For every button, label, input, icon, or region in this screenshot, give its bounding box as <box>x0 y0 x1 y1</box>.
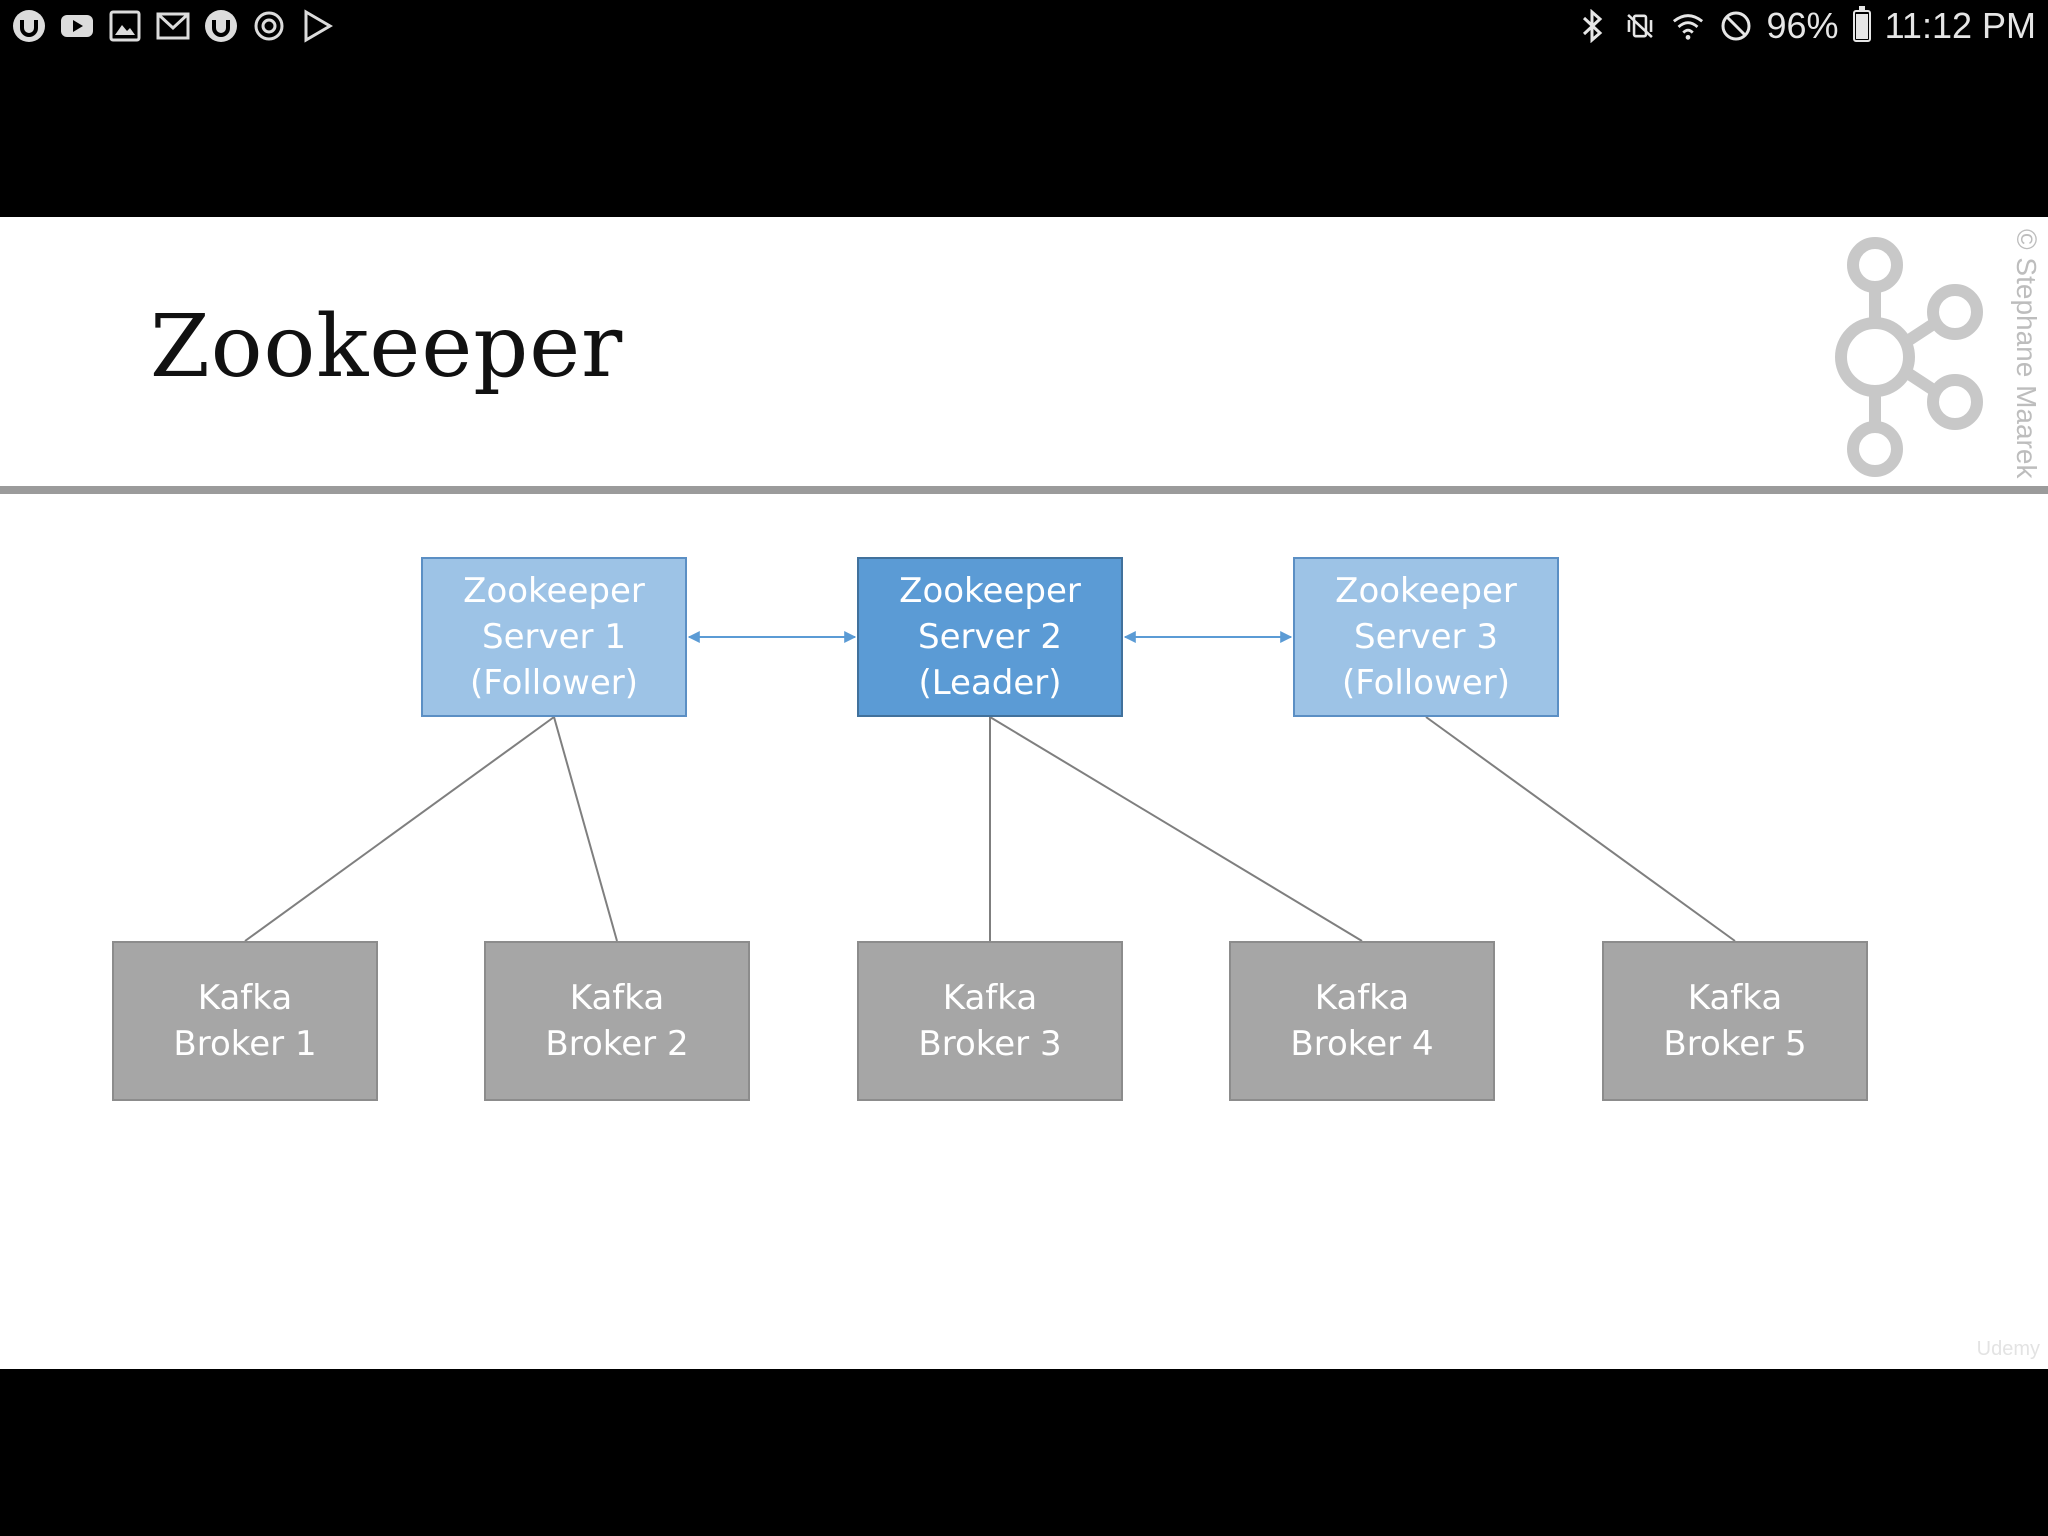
status-bar: 96% 11:12 PM <box>0 0 2048 52</box>
zookeeper-server-1: Zookeeper Server 1 (Follower) <box>421 557 687 717</box>
kafka-broker-2: Kafka Broker 2 <box>484 941 750 1101</box>
kafka-broker-3: Kafka Broker 3 <box>857 941 1123 1101</box>
gallery-icon <box>108 9 142 43</box>
kafka-broker-4: Kafka Broker 4 <box>1229 941 1495 1101</box>
server-label: Zookeeper Server 3 (Follower) <box>1335 571 1517 703</box>
connector-line <box>989 716 1363 942</box>
do-not-disturb-icon <box>1719 9 1753 43</box>
connector-line <box>244 716 555 942</box>
system-indicators: 96% 11:12 PM <box>1575 5 2036 46</box>
broker-label: Kafka Broker 1 <box>173 978 317 1064</box>
clock: 11:12 PM <box>1884 5 2036 46</box>
zookeeper-server-2: Zookeeper Server 2 (Leader) <box>857 557 1123 717</box>
connector-line <box>553 716 618 942</box>
notification-icons <box>12 8 334 44</box>
broker-label: Kafka Broker 5 <box>1663 978 1807 1064</box>
bluetooth-icon <box>1575 9 1609 43</box>
broker-label: Kafka Broker 3 <box>918 978 1062 1064</box>
play-store-icon <box>300 9 334 43</box>
connector-line <box>1425 716 1736 942</box>
slide: Zookeeper © Stephane Maarek Zookeeper Se… <box>0 217 2048 1369</box>
battery-icon <box>1852 6 1871 42</box>
udemy-icon <box>204 9 238 43</box>
wifi-icon <box>1671 9 1705 43</box>
udemy-watermark: Udemy <box>1976 1338 2040 1360</box>
broker-label: Kafka Broker 2 <box>545 978 689 1064</box>
kafka-logo <box>1835 237 1983 477</box>
kafka-broker-5: Kafka Broker 5 <box>1602 941 1868 1101</box>
architecture-diagram <box>244 631 1736 942</box>
gmail-icon <box>156 9 190 43</box>
udemy-icon <box>12 9 46 43</box>
broker-label: Kafka Broker 4 <box>1290 978 1434 1064</box>
youtube-icon <box>60 9 94 43</box>
server-label: Zookeeper Server 1 (Follower) <box>463 571 645 703</box>
server-label: Zookeeper Server 2 (Leader) <box>899 571 1081 703</box>
vibrate-mute-icon <box>1623 9 1657 43</box>
battery-fill <box>1855 14 1868 39</box>
zookeeper-server-3: Zookeeper Server 3 (Follower) <box>1293 557 1559 717</box>
kafka-broker-1: Kafka Broker 1 <box>112 941 378 1101</box>
slide-title: Zookeeper <box>150 297 624 397</box>
title-divider <box>0 486 2048 494</box>
battery-percent: 96% <box>1766 5 1839 46</box>
sync-icon <box>252 9 286 43</box>
